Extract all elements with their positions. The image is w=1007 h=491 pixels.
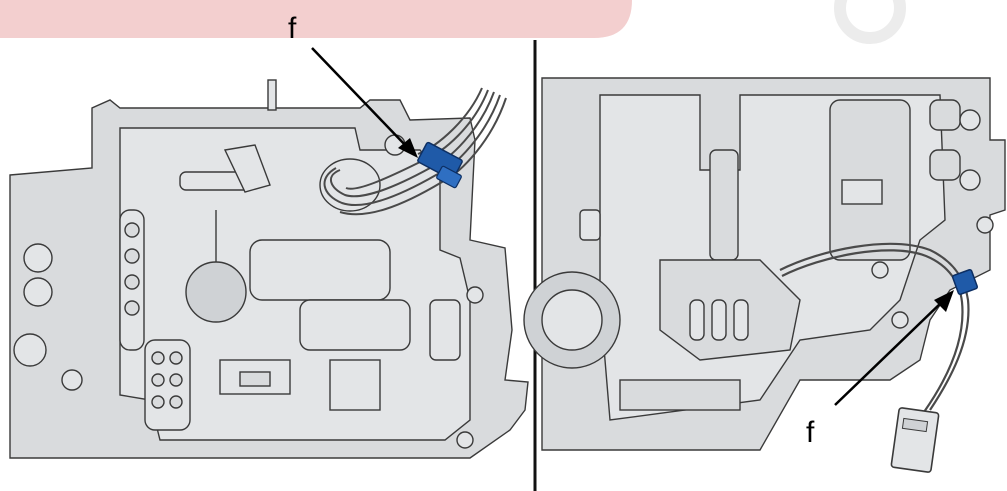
left-callout-arrow xyxy=(311,47,418,158)
callout-label-right: f xyxy=(806,416,815,449)
watermark-mark xyxy=(834,0,906,44)
right-valve-body xyxy=(523,77,1006,451)
left-valve-body xyxy=(9,79,529,459)
right-wire-harness xyxy=(779,242,970,413)
right-callout-arrow xyxy=(834,290,954,406)
left-wire-harness xyxy=(323,87,507,216)
left-wire-clip xyxy=(417,141,463,189)
right-wire-clip xyxy=(951,268,979,296)
watermark-banner xyxy=(0,0,632,38)
right-wire-connector xyxy=(890,407,940,473)
callout-label-left: f xyxy=(288,12,297,45)
